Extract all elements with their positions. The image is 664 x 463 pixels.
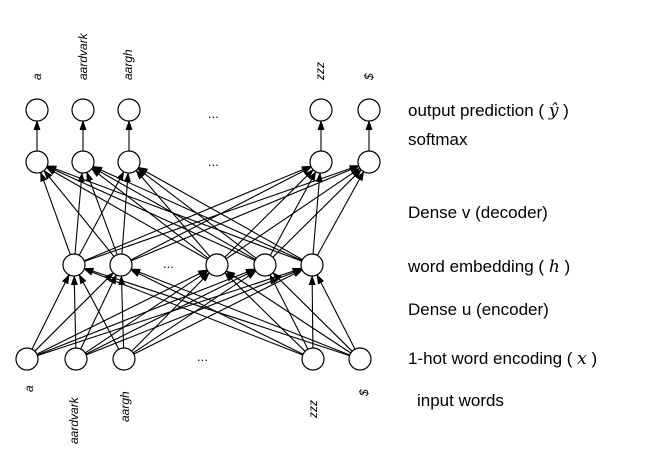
output-node: [71, 98, 95, 122]
output-word-aardvark: aardvark: [76, 33, 90, 80]
softmax-node: [309, 150, 333, 174]
softmax-node: [71, 150, 95, 174]
encoder-edge-0-1: [34, 272, 114, 352]
word-embedding-suffix: ): [564, 257, 571, 276]
input-word-dollar: $: [357, 389, 371, 396]
encoder-edge-4-4: [316, 273, 356, 350]
word-embedding-prefix: word embedding (: [408, 257, 545, 276]
embedding-node: [109, 253, 133, 277]
ellipsis-softmax: ...: [208, 154, 219, 169]
decoder-edge-3-0: [46, 165, 256, 262]
decoder-edge-0-0: [40, 171, 71, 255]
encoder-edge-1-0: [70, 275, 78, 349]
encoder-edge-2-1: [118, 275, 126, 349]
decoder-edge-4-3: [312, 172, 323, 255]
input-node: [112, 347, 136, 371]
input-words-label: input words: [417, 391, 504, 410]
encoder-edge-4-0: [83, 267, 350, 357]
encoder-edge-4-2: [225, 270, 352, 354]
decoder-edge-4-4: [316, 170, 365, 256]
input-node: [15, 347, 39, 371]
decoder-edge-2-3: [224, 168, 314, 258]
input-word-a: a: [22, 385, 36, 392]
decoder-edge-4-1: [92, 165, 303, 262]
encoder-edge-3-2: [224, 272, 306, 352]
input-node: [64, 347, 88, 371]
output-node: [309, 98, 333, 122]
decoder-edge-2-0: [45, 167, 208, 260]
softmax-label: softmax: [408, 130, 468, 149]
dense-v-label: Dense v (decoder): [408, 203, 548, 222]
embedding-node: [205, 253, 229, 277]
one-hot-label: 1-hot word encoding ( x ): [408, 349, 597, 369]
ellipsis-input: ...: [197, 349, 208, 364]
h-symbol: h: [548, 257, 560, 277]
decoder-edge-1-1: [86, 171, 118, 255]
encoder-edge-2-2: [131, 272, 211, 352]
output-node: [357, 98, 381, 122]
output-prediction-prefix: output prediction (: [408, 101, 545, 120]
input-node: [348, 347, 372, 371]
input-word-aargh: aargh: [118, 391, 132, 422]
ellipsis-output: ...: [208, 106, 219, 121]
y-hat-symbol: ŷ: [548, 101, 559, 121]
input-node: [301, 347, 325, 371]
decoder-edge-4-2: [137, 166, 303, 261]
encoder-edge-2-0: [78, 273, 120, 350]
decoder-edge-4-0: [46, 165, 302, 262]
decoder-edge-3-3: [269, 170, 317, 256]
encoder-edge-1-2: [84, 270, 209, 354]
encoder-edge-4-3: [272, 271, 353, 352]
dense-u-label: Dense u (encoder): [408, 300, 549, 319]
output-word-aargh: aargh: [121, 49, 135, 80]
output-node: [117, 98, 141, 122]
output-word-dollar: $: [362, 73, 376, 80]
one-hot-suffix: ): [591, 349, 598, 368]
embedding-node: [253, 253, 277, 277]
softmax-node: [357, 150, 381, 174]
encoder-edge-3-0: [83, 268, 304, 356]
output-word-a: a: [30, 73, 44, 80]
embedding-node: [300, 253, 324, 277]
encoder-edge-0-0: [31, 273, 70, 350]
output-node: [25, 98, 49, 122]
one-hot-prefix: 1-hot word encoding (: [408, 349, 573, 368]
word-embedding-label: word embedding ( h ): [408, 257, 570, 277]
softmax-node: [25, 150, 49, 174]
embedding-node: [62, 253, 86, 277]
output-word-zzz: zzz: [313, 62, 327, 80]
softmax-node: [117, 150, 141, 174]
output-prediction-label: output prediction ( ŷ ): [408, 101, 569, 121]
input-word-zzz: zzz: [306, 400, 320, 418]
output-prediction-suffix: ): [563, 101, 569, 120]
input-word-aardvark: aardvark: [67, 397, 81, 444]
encoder-edge-4-1: [130, 268, 351, 356]
ellipsis-embedding: ...: [163, 256, 174, 271]
decoder-edge-1-0: [43, 169, 115, 257]
x-symbol: x: [577, 349, 587, 369]
